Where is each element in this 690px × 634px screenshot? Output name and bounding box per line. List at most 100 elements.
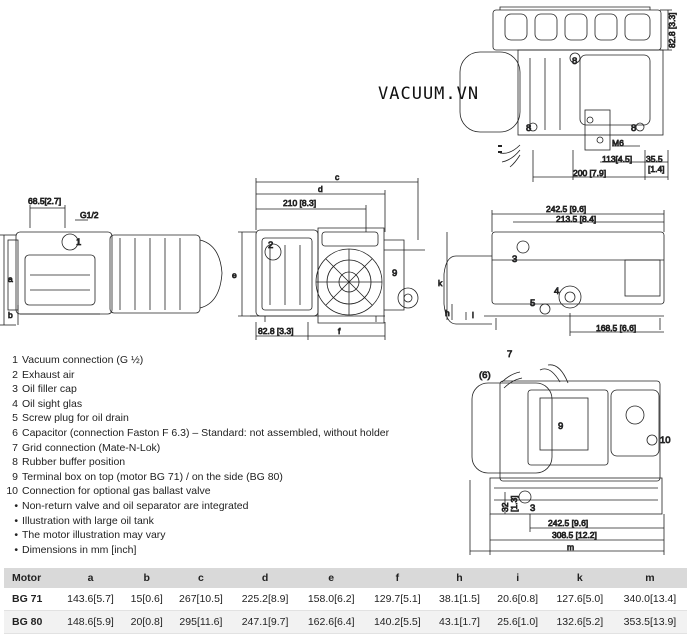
cell: 20.6[0.8] xyxy=(488,588,547,611)
dim-35-5: 35.5 xyxy=(646,154,663,164)
header-i: i xyxy=(488,568,547,588)
dim-308-5: 308.5 [12.2] xyxy=(552,530,597,540)
header-a: a xyxy=(57,568,124,588)
dim-c: c xyxy=(335,172,340,182)
dim-242-5b: 242.5 [9.6] xyxy=(548,518,588,528)
dim-f: f xyxy=(338,326,341,336)
table-row: BG 80 148.6[5.9] 20[0.8] 295[11.6] 247.1… xyxy=(4,610,687,634)
header-k: k xyxy=(546,568,613,588)
dim-1-3: [1.3] xyxy=(509,495,519,512)
balloon-1: 1 xyxy=(76,237,81,248)
cell: 132.6[5.2] xyxy=(546,610,613,634)
cell: 140.2[5.5] xyxy=(364,610,431,634)
dimensions-table: Motor a b c d e f h i k m BG 71 143.6[5.… xyxy=(4,568,687,634)
cell: 295[11.6] xyxy=(169,610,233,634)
balloon-5: 5 xyxy=(530,298,535,309)
dim-a: a xyxy=(8,274,13,284)
balloon-6: (6) xyxy=(479,370,491,381)
dim-82-8-vertical: 82.8 [3.3] xyxy=(667,13,677,48)
legend-item: •Dimensions in mm [inch] xyxy=(14,543,137,556)
balloon-4: 4 xyxy=(554,286,559,297)
dim-82-8: 82.8 [3.3] xyxy=(258,326,293,336)
dim-d: d xyxy=(318,184,323,194)
header-c: c xyxy=(169,568,233,588)
cell: 225.2[8.9] xyxy=(232,588,299,611)
table-header-row: Motor a b c d e f h i k m xyxy=(4,568,687,588)
dim-213-5: 213.5 [8.4] xyxy=(556,214,596,224)
dim-68-5: 68.5[2.7] xyxy=(28,196,61,206)
right-side-view xyxy=(443,210,665,336)
cell: 148.6[5.9] xyxy=(57,610,124,634)
balloon-2: 2 xyxy=(268,240,273,251)
header-e: e xyxy=(298,568,365,588)
header-b: b xyxy=(123,568,170,588)
dim-113: 113[4.5] xyxy=(602,154,632,164)
dim-g12: G1/2 xyxy=(80,210,99,220)
cell: 25.6[1.0] xyxy=(488,610,547,634)
balloon-3: 3 xyxy=(512,254,517,265)
balloon-10: 10 xyxy=(660,435,671,446)
cell: 158.0[6.2] xyxy=(298,588,365,611)
cell: 127.6[5.0] xyxy=(546,588,613,611)
dim-b: b xyxy=(8,310,13,320)
cell: 15[0.6] xyxy=(123,588,170,611)
header-h: h xyxy=(430,568,489,588)
dim-200: 200 [7.9] xyxy=(573,168,606,178)
balloon-9b: 9 xyxy=(558,421,563,432)
cell: 38.1[1.5] xyxy=(430,588,489,611)
watermark-text: VACUUM.VN xyxy=(378,84,480,104)
dim-i: i xyxy=(472,310,474,320)
balloon-9a: 9 xyxy=(392,268,397,279)
header-f: f xyxy=(364,568,431,588)
cell: 340.0[13.4] xyxy=(612,588,687,611)
dim-e: e xyxy=(232,270,237,280)
cell: 353.5[13.9] xyxy=(612,610,687,634)
cell-motor: BG 71 xyxy=(4,588,58,611)
dim-k: k xyxy=(438,278,443,288)
left-side-view xyxy=(0,205,223,326)
cell: 162.6[6.4] xyxy=(298,610,365,634)
balloon-3c: 3 xyxy=(530,503,535,514)
cell: 129.7[5.1] xyxy=(364,588,431,611)
header-d: d xyxy=(232,568,299,588)
legend-item: •The motor illustration may vary xyxy=(14,529,166,542)
dim-m6: M6 xyxy=(612,138,624,148)
dim-32: 32 xyxy=(500,502,510,512)
dim-210: 210 [8.3] xyxy=(283,198,316,208)
balloon-8a: 8 xyxy=(572,56,577,67)
dim-168-5: 168.5 [6.6] xyxy=(596,323,636,333)
cell: 43.1[1.7] xyxy=(430,610,489,634)
cell: 143.6[5.7] xyxy=(57,588,124,611)
cell-motor: BG 80 xyxy=(4,610,58,634)
dim-h: h xyxy=(445,308,450,318)
balloon-8c: 8 xyxy=(631,123,636,134)
dim-242-5: 242.5 [9.6] xyxy=(546,204,586,214)
cell: 247.1[9.7] xyxy=(232,610,299,634)
balloon-8b: 8 xyxy=(526,123,531,134)
bottom-right-view xyxy=(469,364,665,555)
dim-1-4: [1.4] xyxy=(648,164,665,174)
dim-m: m xyxy=(567,542,574,552)
cell: 20[0.8] xyxy=(123,610,170,634)
table-row: BG 71 143.6[5.7] 15[0.6] 267[10.5] 225.2… xyxy=(4,588,687,611)
balloon-7: 7 xyxy=(507,349,512,360)
front-view xyxy=(238,178,425,340)
top-view xyxy=(459,6,672,182)
header-m: m xyxy=(612,568,687,588)
header-motor: Motor xyxy=(4,568,58,588)
legend-item: •Non-return valve and oil separator are … xyxy=(14,499,249,512)
cell: 267[10.5] xyxy=(169,588,233,611)
legend-item: •Illustration with large oil tank xyxy=(14,514,154,527)
